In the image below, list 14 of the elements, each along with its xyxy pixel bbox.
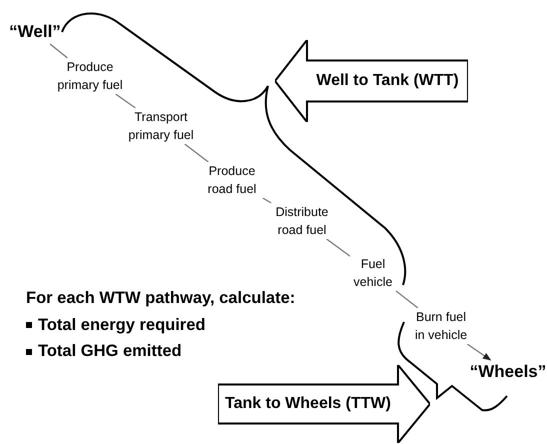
connector-line [184,144,209,162]
bullet-item: Total energy required [38,314,206,336]
connector-line [396,290,418,308]
connector-line [466,344,492,360]
note-heading: For each WTW pathway, calculate: [26,288,296,309]
endpoint-label: “Well” [9,21,61,43]
connector-line [262,197,272,204]
endpoint-label: “Wheels” [470,361,546,383]
bullet-item: Total GHG emitted [38,341,182,362]
connector-line [115,94,136,108]
connector-line [50,44,68,58]
arrow-label: Tank to Wheels (TTW) [225,394,391,414]
arrow-label: Well to Tank (WTT) [316,71,459,91]
connector-line [326,238,350,257]
